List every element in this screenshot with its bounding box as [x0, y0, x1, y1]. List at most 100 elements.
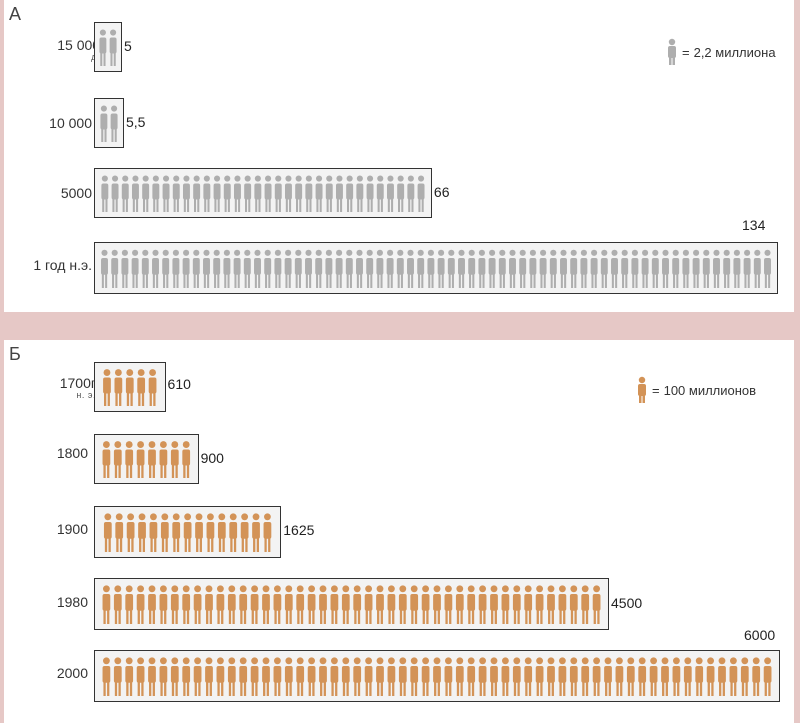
icon-row: [103, 369, 157, 406]
person-icon: [364, 657, 373, 696]
person-icon: [407, 175, 415, 212]
person-icon: [638, 376, 646, 403]
person-icon: [668, 38, 676, 65]
person-icon: [467, 657, 476, 696]
person-icon: [136, 585, 145, 624]
person-icon: [569, 585, 578, 624]
person-icon: [626, 657, 635, 696]
person-icon: [638, 657, 647, 696]
row-label: 1980: [12, 594, 88, 610]
person-icon: [244, 175, 252, 212]
person-icon: [250, 585, 259, 624]
bar: [94, 22, 122, 72]
row-label-main: 10 000: [49, 115, 92, 131]
person-icon: [455, 585, 464, 624]
legend-b-equals: =: [652, 382, 660, 398]
person-icon: [136, 441, 145, 478]
row-label-sub: н. э.: [76, 390, 96, 401]
person-icon: [615, 657, 624, 696]
person-icon: [110, 105, 118, 142]
person-icon: [125, 585, 134, 624]
legend-a-text: 2,2 миллиона: [693, 44, 776, 60]
person-icon: [206, 513, 215, 552]
data-label: 900: [200, 450, 224, 466]
person-icon: [159, 657, 168, 696]
panel-a: А = 2,2 миллиона 15 000лет до н.э. 10 00…: [4, 0, 794, 312]
person-icon: [376, 249, 384, 288]
person-icon: [519, 249, 527, 288]
person-icon: [262, 585, 270, 624]
person-icon: [305, 249, 312, 288]
person-icon: [501, 657, 510, 696]
row-label: 10 000: [12, 115, 92, 131]
person-icon: [254, 175, 262, 212]
person-icon: [131, 249, 139, 288]
person-icon: [239, 657, 248, 696]
person-icon: [111, 175, 119, 212]
row-label-main: 2000: [56, 665, 88, 681]
person-icon: [193, 585, 202, 624]
person-icon: [103, 369, 111, 406]
row-label-main: 1800: [56, 445, 88, 461]
person-icon: [661, 657, 669, 696]
person-icon: [398, 585, 407, 624]
person-icon: [136, 657, 145, 696]
person-icon: [213, 175, 221, 212]
person-icon: [581, 585, 590, 624]
person-icon: [296, 657, 305, 696]
person-icon: [159, 585, 168, 624]
person-icon: [172, 175, 180, 212]
person-icon: [490, 657, 498, 696]
person-icon: [529, 249, 537, 288]
person-icon: [366, 249, 374, 288]
person-icon: [458, 249, 465, 288]
person-icon: [468, 249, 476, 288]
panel-b-letter: Б: [9, 344, 21, 364]
person-icon: [330, 657, 339, 696]
person-icon: [752, 657, 761, 696]
person-icon: [740, 657, 749, 696]
person-icon: [239, 585, 248, 624]
legend-b: = 100 миллионов: [636, 376, 756, 404]
person-icon: [273, 585, 282, 624]
person-icon: [621, 249, 629, 288]
person-icon: [649, 657, 658, 696]
data-label: 610: [167, 376, 191, 392]
person-icon: [192, 249, 200, 288]
row-label-main: 5000: [60, 185, 92, 201]
person-icon: [264, 175, 272, 212]
person-icon: [335, 175, 343, 212]
person-icon: [131, 175, 139, 212]
person-icon: [417, 175, 425, 212]
person-icon: [182, 585, 191, 624]
person-icon: [651, 249, 659, 288]
data-label: 66: [433, 184, 450, 200]
person-icon: [753, 249, 761, 288]
person-icon: [263, 513, 272, 552]
person-icon: [478, 585, 487, 624]
person-icon: [126, 513, 135, 552]
person-icon: [195, 513, 203, 552]
person-icon: [284, 249, 292, 288]
person-icon: [376, 657, 384, 696]
person-icon: [294, 249, 302, 288]
person-icon: [262, 657, 270, 696]
person-icon: [341, 585, 350, 624]
person-icon: [102, 441, 111, 478]
person-icon: [125, 441, 134, 478]
person-icon: [743, 249, 751, 288]
data-label: 6000: [744, 627, 776, 643]
person-icon: [547, 657, 555, 696]
person-icon: [535, 657, 544, 696]
person-icon: [102, 585, 111, 624]
bar: [94, 578, 609, 630]
person-icon: [182, 175, 190, 212]
person-icon: [152, 249, 159, 288]
person-icon: [216, 657, 225, 696]
person-icon: [580, 249, 588, 288]
person-icon: [444, 657, 453, 696]
person-icon: [274, 249, 282, 288]
person-icon: [356, 175, 364, 212]
person-icon: [729, 657, 738, 696]
person-icon: [193, 657, 202, 696]
